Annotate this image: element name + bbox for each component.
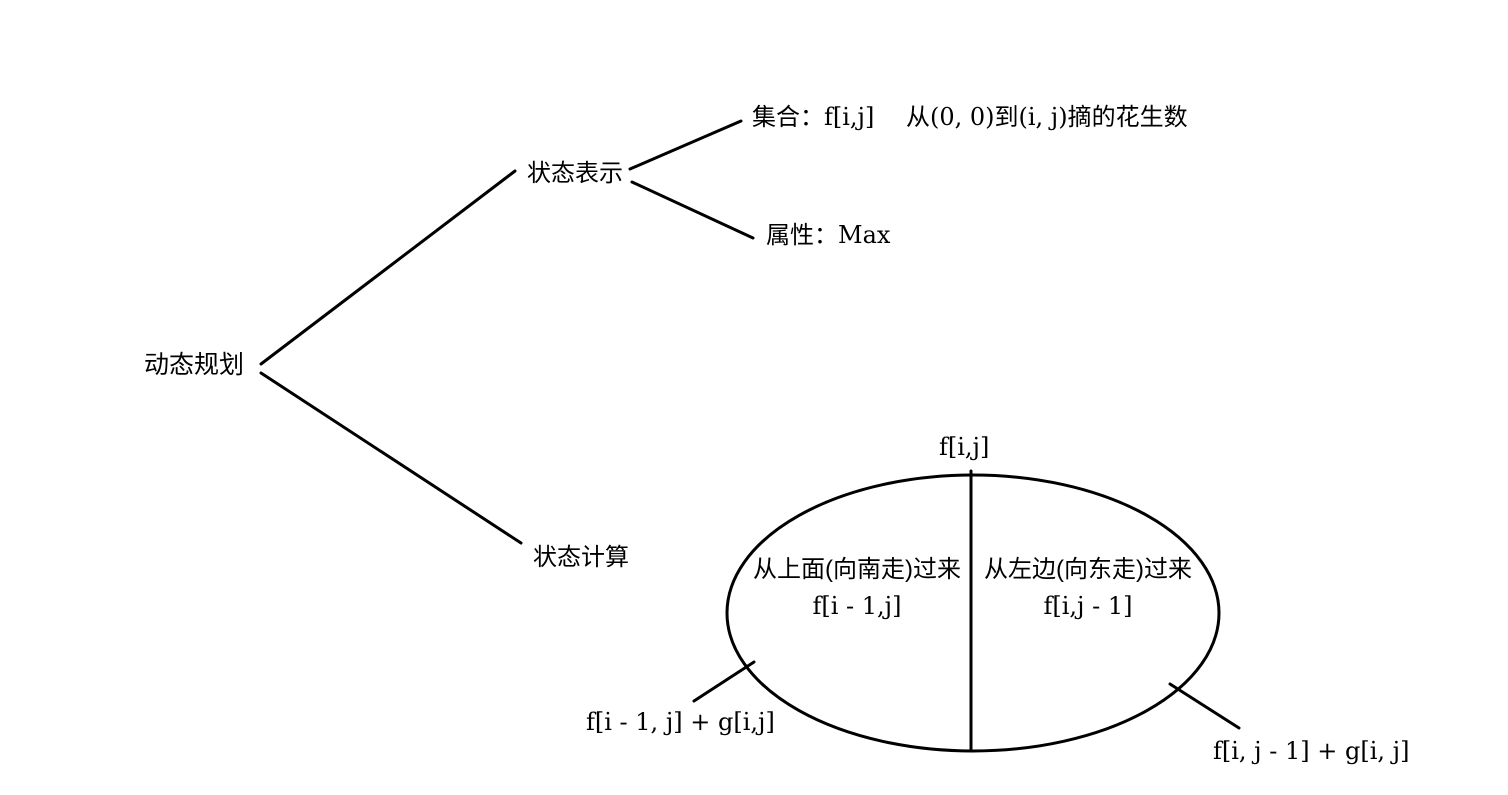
callout-line-bottom-left [692,660,756,703]
branch-line-representation-to-set [628,119,743,171]
node-state-representation: 状态表示 [527,160,623,187]
leaf-set-definition: 集合：f[i,j] 从(0, 0)到(i, j)摘的花生数 [752,103,1188,131]
branch-line-root-to-state-computation [259,371,523,545]
branch-line-root-to-state-representation [259,169,517,366]
ellipse-right-half-formula: f[i,j - 1] [1043,592,1133,620]
ellipse-left-half-description: 从上面(向南走)过来 [753,556,961,583]
ellipse-left-half-text: 从上面(向南走)过来 f[i - 1,j] [753,556,961,620]
node-root-dynamic-programming: 动态规划 [144,351,245,379]
branch-line-representation-to-attribute [630,180,755,240]
callout-line-bottom-right [1168,682,1241,730]
leaf-attribute-max: 属性：Max [766,221,891,249]
ellipse-left-half-formula: f[i - 1,j] [812,592,902,620]
formula-from-left: f[i, j - 1] + g[i, j] [1213,737,1410,765]
ellipse-top-label: f[i,j] [939,433,990,461]
formula-from-above: f[i - 1, j] + g[i,j] [586,708,775,736]
ellipse-right-half-text: 从左边(向东走)过来 f[i,j - 1] [984,556,1192,620]
state-computation-ellipse [725,473,1221,753]
ellipse-right-half-description: 从左边(向东走)过来 [984,556,1192,583]
node-state-computation: 状态计算 [533,544,629,571]
